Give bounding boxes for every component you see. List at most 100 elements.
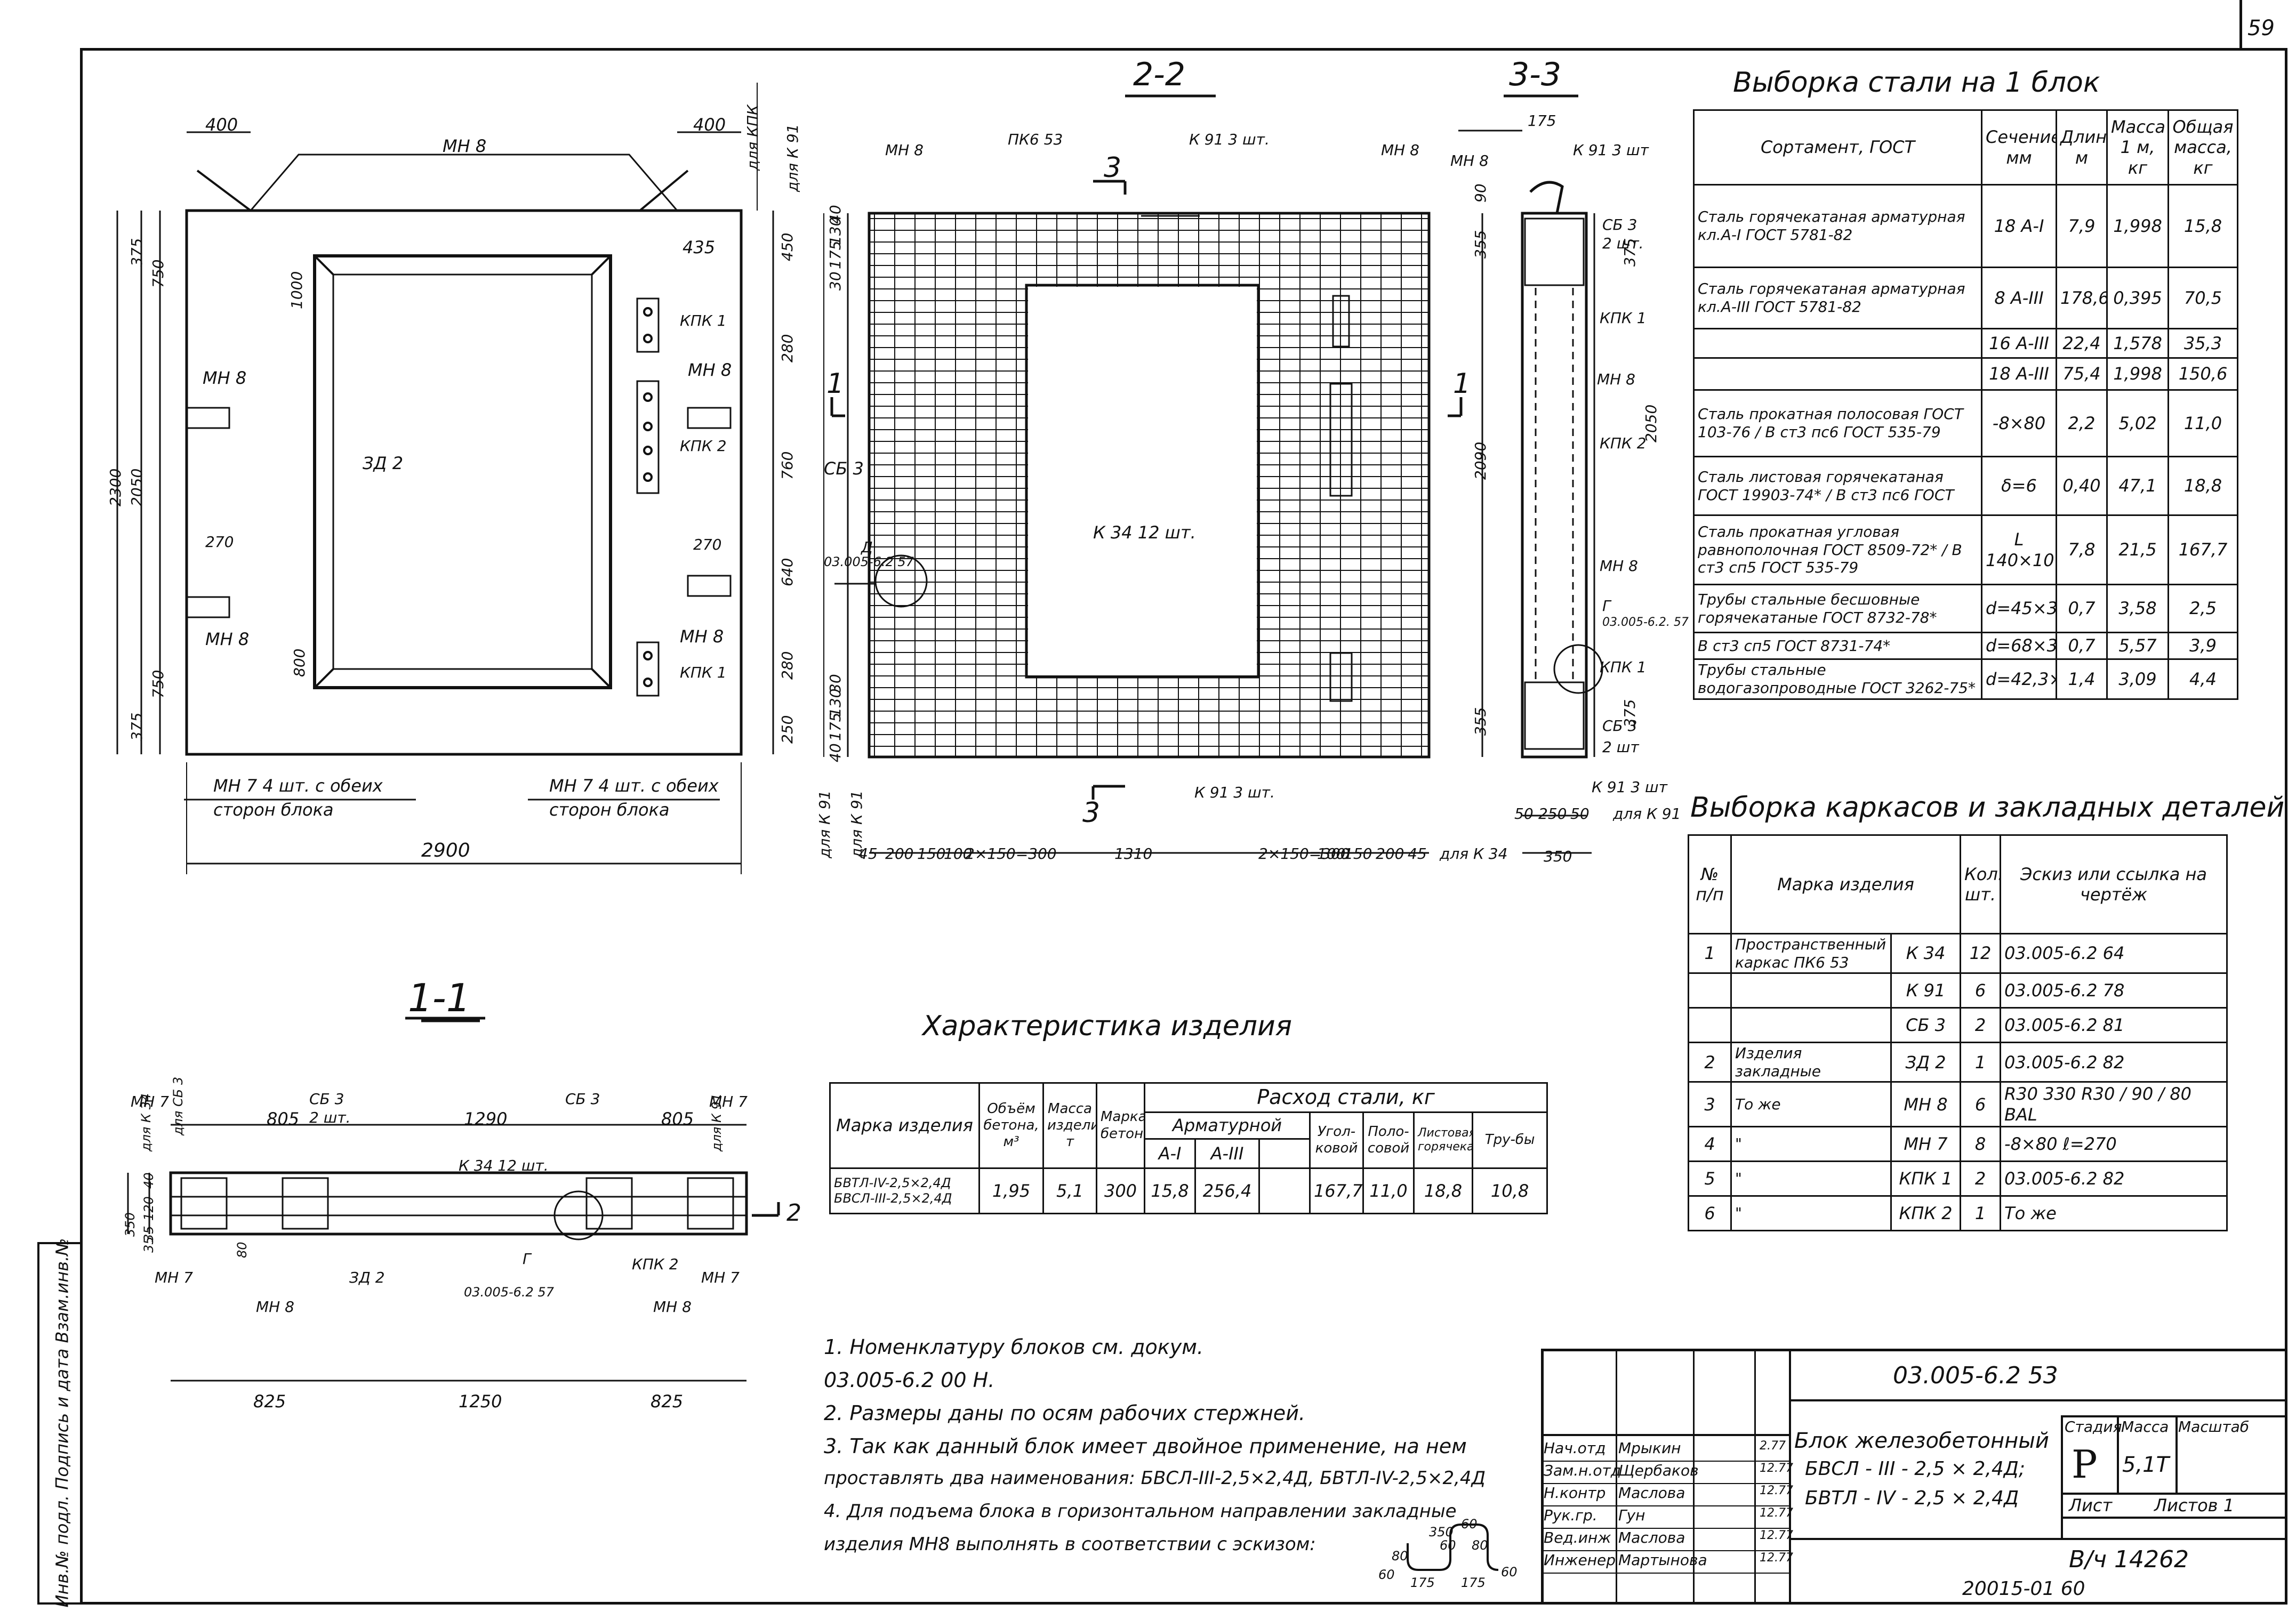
s22-label-sb3: СБ 3 bbox=[824, 458, 864, 479]
steel-cell-tot: 11,0 bbox=[2167, 389, 2238, 457]
steel-row: Трубы стальные водогазопроводные ГОСТ 32… bbox=[1693, 658, 2238, 700]
frames-h-ref: Эскиз или ссылка на чертёж bbox=[2000, 834, 2228, 934]
s22-dim-bottom: 200 bbox=[885, 845, 914, 863]
frames-cell-qty: 8 bbox=[1960, 1126, 2002, 1163]
frames-h-mark: Марка изделия bbox=[1730, 834, 1962, 934]
steel-cell-len: 22,4 bbox=[2056, 328, 2108, 359]
staff-date: 12.77 bbox=[1760, 1484, 1793, 1497]
page-number: 59 bbox=[2247, 16, 2275, 41]
frames-cell-mark: КПК 1 bbox=[1890, 1160, 1962, 1197]
staff-role: Зам.н.отд bbox=[1544, 1462, 1621, 1479]
s11-label: МН 7 bbox=[155, 1269, 193, 1286]
s33-label: МН 8 bbox=[1450, 152, 1489, 170]
title-code: 03.005-6.2 53 bbox=[1893, 1362, 2058, 1389]
title-scale-h: Масштаб bbox=[2178, 1418, 2250, 1436]
steel-cell-name bbox=[1693, 357, 1982, 391]
title-mass-h: Масса bbox=[2121, 1418, 2169, 1436]
s22-dim-left: 175 bbox=[826, 240, 844, 269]
section-1-1-geometry bbox=[127, 215, 1200, 1382]
view-title-underlines bbox=[405, 94, 1578, 1020]
staff-name: Щербаков bbox=[1618, 1462, 1699, 1479]
staff-col-line bbox=[1616, 1349, 1617, 1605]
steel-cell-m1: 3,58 bbox=[2106, 584, 2169, 633]
title-block-name-2: БВСЛ - III - 2,5 × 2,4Д; bbox=[1805, 1458, 2026, 1480]
frames-cell-mark: К 91 bbox=[1890, 972, 1962, 1009]
steel-row: Сталь горячекатаная арматурная кл.А-III … bbox=[1693, 267, 2238, 329]
char-h-ang: Угол-ковой bbox=[1309, 1111, 1364, 1169]
steel-cell-name: В ст3 сп5 ГОСТ 8731-74* bbox=[1693, 632, 1982, 660]
sketch-dim: 60 bbox=[1461, 1517, 1478, 1532]
steel-cell-tot: 167,7 bbox=[2167, 514, 2238, 585]
staff-date: 12.77 bbox=[1760, 1551, 1793, 1565]
s22-label-pk653: ПК6 53 bbox=[1008, 131, 1063, 148]
s22-mark-3-bottom: 3 bbox=[1082, 797, 1101, 829]
elev-label-mn8-top: МН 8 bbox=[443, 136, 487, 156]
elev-dim-400-left: 400 bbox=[205, 115, 238, 135]
note-line: изделия МН8 выполнять в соответствии с э… bbox=[824, 1534, 1316, 1555]
frames-cell-ref: 03.005-6.2 82 bbox=[2000, 1160, 2228, 1197]
staff-row-line bbox=[1541, 1528, 1789, 1529]
frames-h-qty: Кол. шт. bbox=[1960, 834, 2002, 934]
steel-cell-name: Трубы стальные бесшовные горячекатаные Г… bbox=[1693, 584, 1982, 633]
elev-dim-450: 450 bbox=[778, 232, 796, 261]
s33-label: МН 8 bbox=[1597, 370, 1635, 388]
frames-table: № п/п Марка изделия Кол. шт. Эскиз или с… bbox=[1688, 834, 2228, 1232]
section-3-3-title: 3-3 bbox=[1509, 56, 1561, 93]
s11-dim-top: 1290 bbox=[464, 1109, 508, 1129]
s33-label: 2 шт. bbox=[1602, 235, 1644, 252]
s11-label: для К 34 bbox=[139, 1093, 154, 1151]
char-pipe: 10,8 bbox=[1471, 1167, 1548, 1214]
steel-h-sec: Сечение, мм bbox=[1981, 109, 2057, 186]
s22-dim-bottom: 200 bbox=[1376, 845, 1404, 863]
note-line: 1. Номенклатуру блоков см. докум. bbox=[824, 1335, 1203, 1359]
staff-row-line bbox=[1541, 1573, 1789, 1574]
elev-dim-800: 800 bbox=[291, 648, 308, 677]
steel-cell-len: 2,2 bbox=[2056, 389, 2108, 457]
elev-dim-280-bottom: 280 bbox=[778, 651, 796, 680]
elev-dim-640: 640 bbox=[778, 558, 796, 586]
s11-dim-left: 80 bbox=[235, 1242, 250, 1258]
staff-name: Маслова bbox=[1618, 1484, 1685, 1502]
staff-col-line bbox=[1693, 1349, 1695, 1605]
frames-cell-qty: 6 bbox=[1960, 972, 2002, 1009]
s33-label: К 91 3 шт bbox=[1592, 778, 1667, 796]
steel-cell-len: 7,9 bbox=[2056, 184, 2108, 268]
s11-label: К 34 12 шт. bbox=[459, 1157, 549, 1174]
note-line: 3. Так как данный блок имеет двойное при… bbox=[824, 1434, 1467, 1458]
s22-label-k91-top: К 91 3 шт. bbox=[1189, 131, 1270, 148]
steel-cell-tot: 70,5 bbox=[2167, 267, 2238, 329]
elev-label-mn8-a: МН 8 bbox=[203, 368, 247, 388]
s22-dim-bottom: 150 bbox=[917, 845, 946, 863]
staff-row-line bbox=[1541, 1461, 1789, 1462]
steel-cell-tot: 150,6 bbox=[2167, 357, 2238, 391]
s33-label: КПК 1 bbox=[1600, 309, 1647, 327]
frames-cell-mark: ЗД 2 bbox=[1890, 1042, 1962, 1083]
title-staff-block bbox=[1541, 1434, 1789, 1607]
elev-dim-750-top: 750 bbox=[149, 259, 167, 288]
steel-cell-len: 178,6 bbox=[2056, 267, 2108, 329]
elev-label-kpk1-top: КПК 1 bbox=[680, 312, 727, 329]
steel-cell-m1: 3,09 bbox=[2106, 658, 2169, 700]
steel-cell-name: Сталь горячекатаная арматурная кл.А-I ГО… bbox=[1693, 184, 1982, 268]
s33-label: Г bbox=[1602, 597, 1611, 615]
title-sheets-h: Листов 1 bbox=[2154, 1495, 2235, 1516]
s22-mark-3-top: 3 bbox=[1104, 152, 1122, 184]
elev-label-mn8-b: МН 8 bbox=[688, 360, 732, 380]
steel-cell-sec: 8 А-III bbox=[1981, 267, 2057, 329]
s11-label: для К 91 bbox=[709, 1093, 724, 1151]
staff-role: Нач.отд bbox=[1544, 1439, 1606, 1457]
elev-label-kpk1-bottom: КПК 1 bbox=[680, 664, 727, 681]
sketch-dim: 60 bbox=[1378, 1567, 1395, 1582]
s33-label: для К 91 bbox=[1613, 805, 1681, 823]
char-marks: БВТЛ-IV-2,5×2,4Д БВСЛ-III-2,5×2,4Д bbox=[829, 1167, 980, 1214]
s33-dim: 250 bbox=[1538, 805, 1567, 823]
steel-cell-name bbox=[1693, 328, 1982, 359]
elev-dim-280-top: 280 bbox=[778, 334, 796, 362]
steel-h-sort: Сортамент, ГОСТ bbox=[1693, 109, 1982, 186]
steel-cell-len: 75,4 bbox=[2056, 357, 2108, 391]
s33-dim: 355 bbox=[1472, 230, 1489, 259]
